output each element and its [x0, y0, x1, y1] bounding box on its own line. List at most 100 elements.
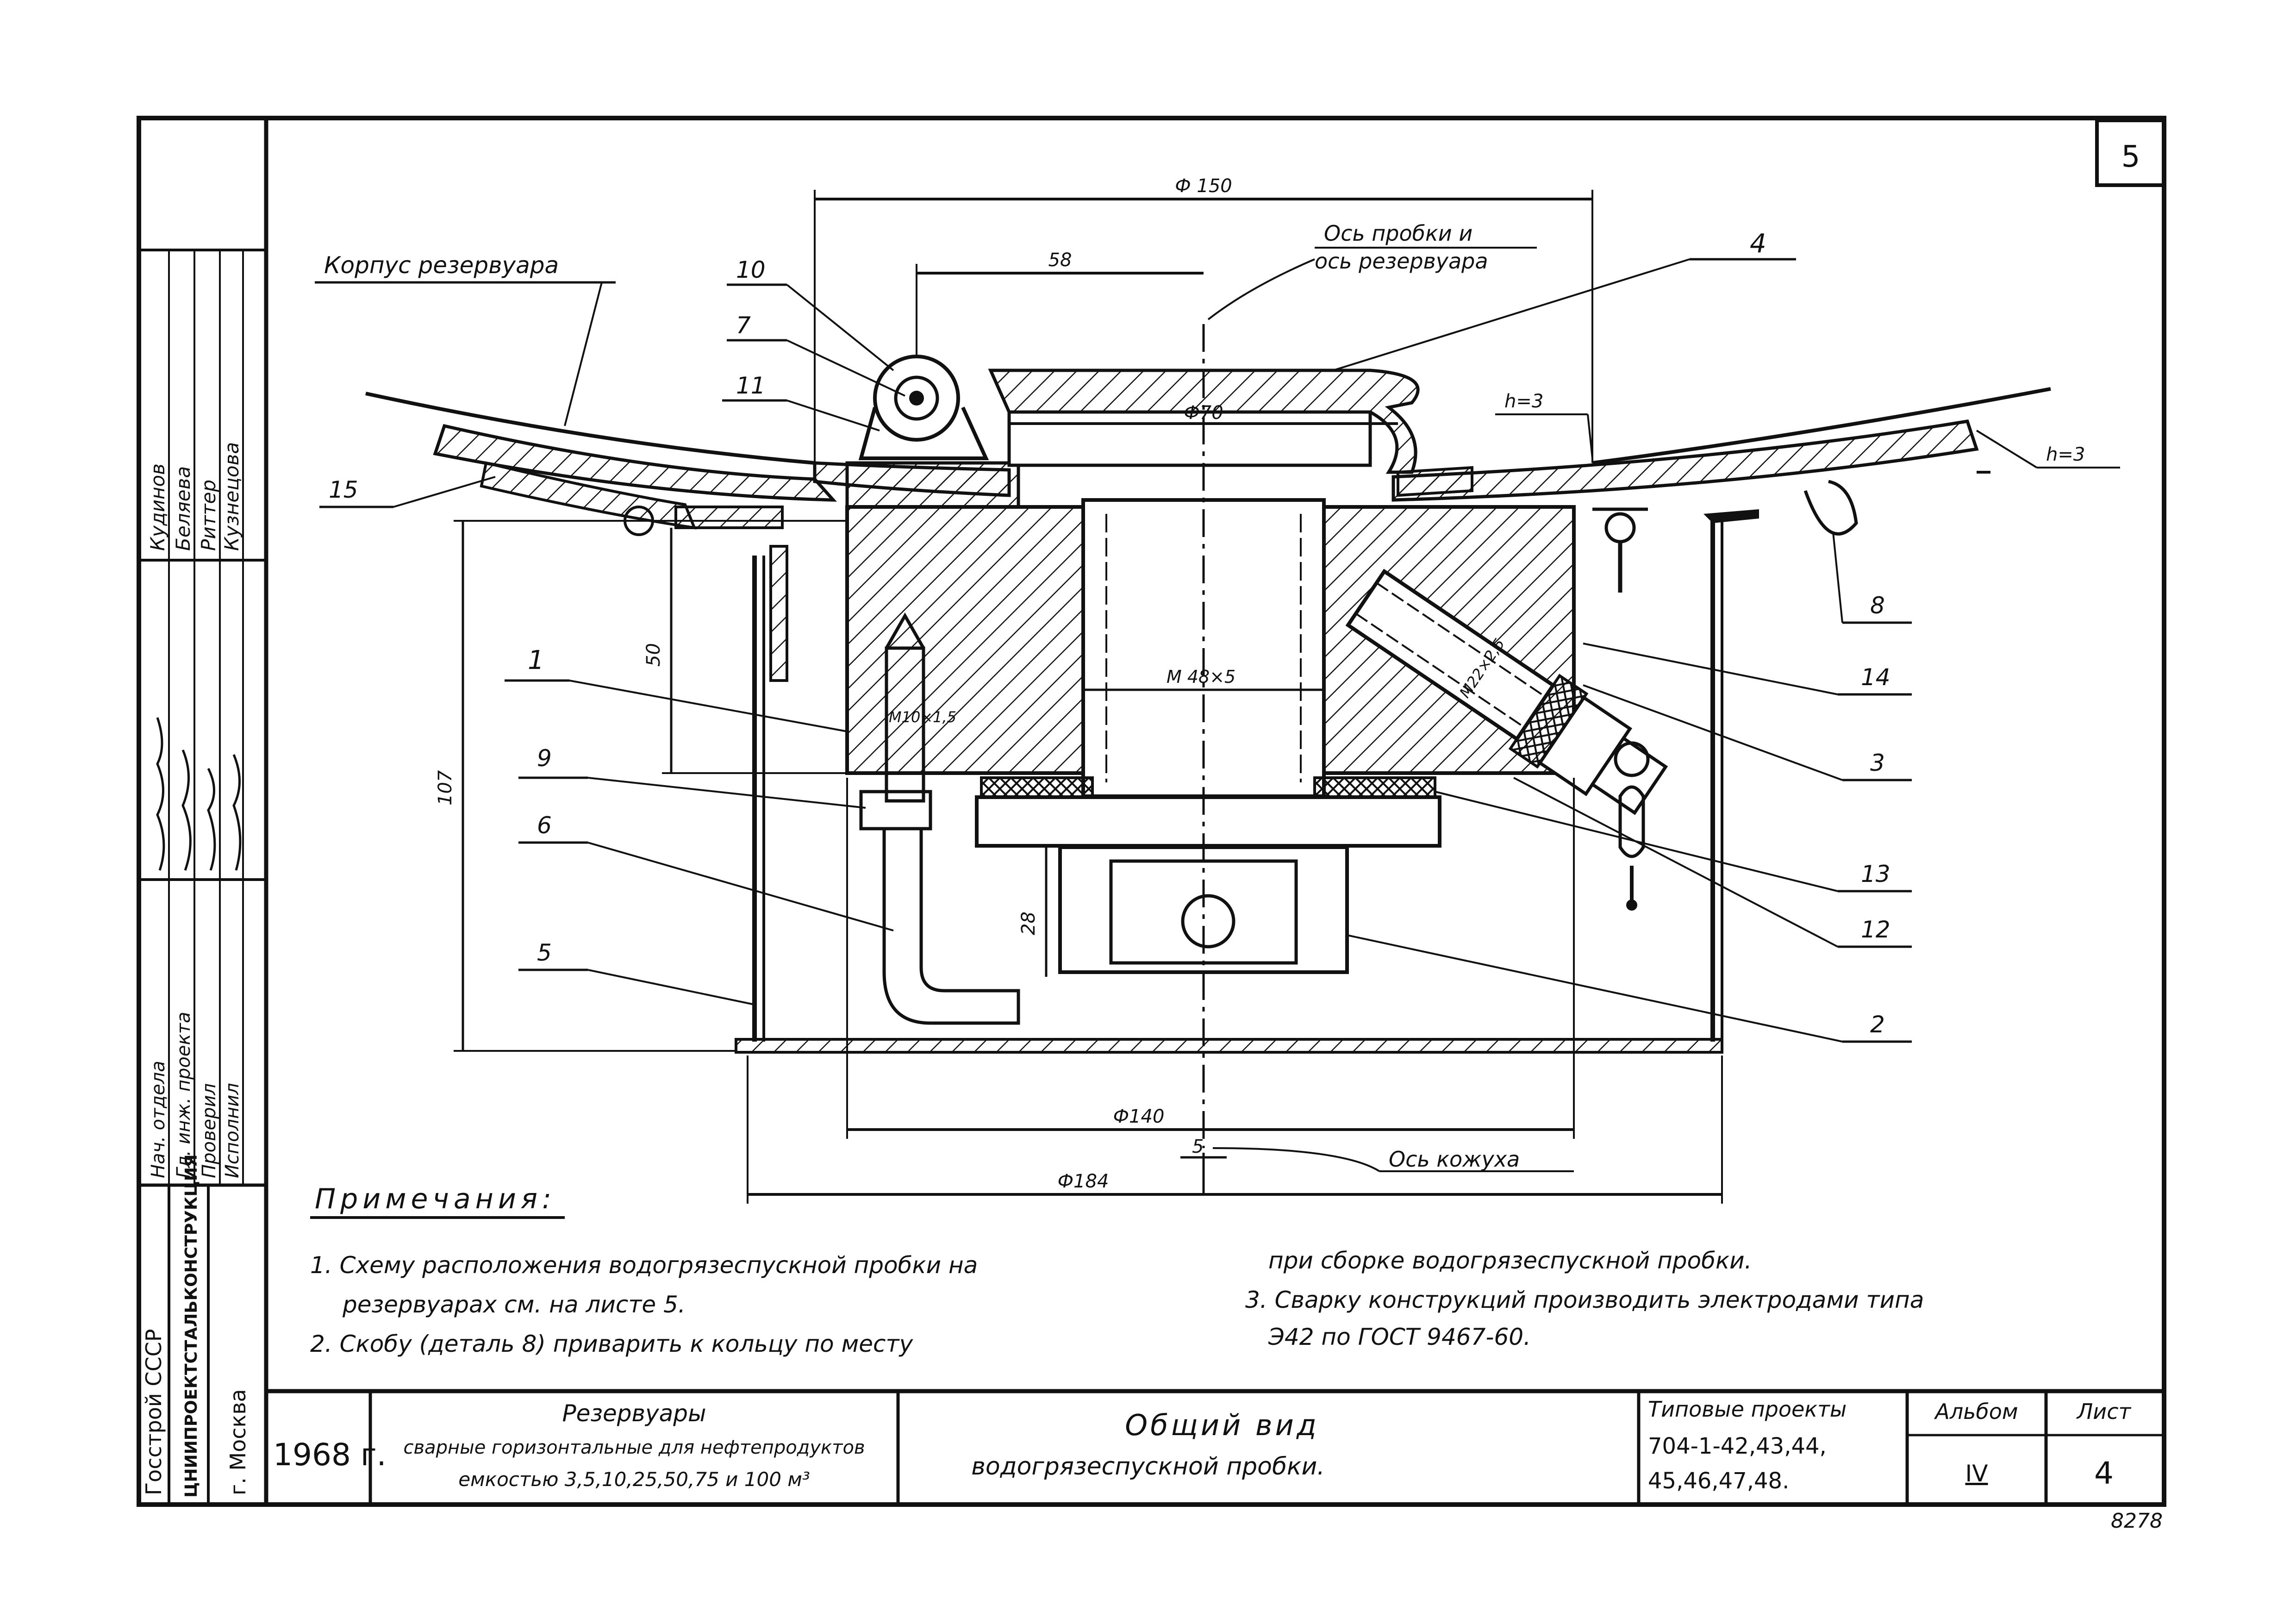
callout-1: 1 [528, 645, 544, 675]
dimensions: Ф 150 58 Ф70 h=3 h=3 М 48×5 М10×1,5 М22×… [435, 175, 2120, 1204]
drain-pipe-6 [882, 829, 1020, 1025]
stamp-name-3: Риттер [197, 480, 220, 551]
dim-5: 5 [1192, 1136, 1204, 1157]
notes: Примечания: 1. Схему расположения водогр… [310, 1183, 1924, 1357]
shackle-8 [1803, 480, 1858, 536]
label-tank-body: Корпус резервуара [324, 252, 559, 279]
callout-5: 5 [537, 939, 552, 966]
gasket-left [980, 776, 1094, 799]
lower-plate [975, 795, 1441, 848]
nut-9 [859, 790, 932, 831]
dim-d140: Ф140 [1113, 1106, 1165, 1127]
callout-12: 12 [1861, 916, 1890, 943]
dim-58: 58 [1048, 250, 1072, 271]
sheet-corner-box: 5 [2095, 119, 2166, 187]
dim-m48: М 48×5 [1167, 667, 1235, 687]
callout-15: 15 [329, 476, 358, 503]
tb-object-line2: сварные горизонтальные для нефтепродукто… [403, 1437, 865, 1458]
stamp-role-1: Нач. отдела [148, 1061, 169, 1178]
tb-object-line3: емкостью 3,5,10,25,50,75 и 100 м³ [458, 1468, 810, 1491]
note-2b: при сборке водогрязеспускной пробки. [1268, 1247, 1752, 1274]
stamp-name-2: Беляева [172, 466, 194, 551]
cap-4 [988, 369, 1420, 474]
callout-11: 11 [736, 372, 766, 399]
plug-assembly [365, 324, 2051, 1194]
tb-sheet-label: Лист [2076, 1399, 2132, 1424]
callout-2: 2 [1870, 1011, 1885, 1038]
casing-bottom [735, 1038, 1723, 1054]
cover-plate [845, 461, 1020, 509]
pin-core [909, 391, 924, 406]
sheet-corner-number: 5 [2121, 140, 2140, 174]
note-3a: 3. Сварку конструкций производить электр… [1245, 1287, 1924, 1313]
dim-107: 107 [435, 770, 456, 806]
tb-projects-label: Типовые проекты [1648, 1397, 1847, 1422]
cap-inner [1007, 410, 1372, 467]
labels: Корпус резервуара Ось пробки и ось резер… [315, 221, 1574, 1172]
tb-year: 1968 г. [273, 1437, 387, 1473]
dim-d150: Ф 150 [1175, 175, 1232, 197]
pin-7 [894, 375, 939, 421]
tank-shell-right [1592, 387, 2051, 465]
callouts: 10 7 11 15 1 9 6 5 4 8 14 3 [319, 229, 1912, 1043]
label-axis-plug: Ось пробки и [1324, 221, 1472, 246]
stamp-role-3: Проверил [199, 1083, 220, 1178]
flange-small-left [674, 506, 784, 529]
note-2: 2. Скобу (деталь 8) приварить к кольцу п… [310, 1330, 914, 1357]
note-1a: 1. Схему расположения водогрязеспускной … [310, 1252, 978, 1279]
dim-h3-a: h=3 [1504, 391, 1543, 412]
callout-13: 13 [1861, 861, 1890, 887]
reinforcing-ring-left [433, 424, 837, 502]
dim-d70: Ф70 [1184, 402, 1223, 424]
tb-projects-line2: 45,46,47,48. [1648, 1468, 1789, 1494]
dim-m10: М10×1,5 [889, 708, 956, 726]
tb-projects-line1: 704-1-42,43,44, [1648, 1433, 1827, 1459]
tb-album-value: IV [1965, 1460, 1988, 1487]
tank-shell-left [365, 392, 815, 465]
label-axis-tank: ось резервуара [1315, 249, 1488, 274]
stamp-org-1: Госстрой СССР [141, 1329, 166, 1495]
eye-bolt [1614, 741, 1650, 777]
stamp-role-2: Гл. инж. проекта [173, 1012, 194, 1179]
chain-link-1 [1618, 785, 1645, 858]
callout-14: 14 [1861, 664, 1890, 691]
callout-6: 6 [537, 812, 552, 839]
callout-4: 4 [1750, 229, 1766, 259]
callout-10: 10 [736, 256, 766, 283]
casing-top-right [1703, 509, 1759, 523]
stamp-org-2: ЦНИИПРОЕКТСТАЛЬКОНСТРУКЦИЯ [182, 1154, 201, 1498]
tb-sheet-value: 4 [2094, 1455, 2114, 1491]
notes-title: Примечания: [315, 1183, 556, 1215]
reinforcing-ring-right [1391, 419, 1979, 502]
tb-drawing-title: Общий вид [1125, 1408, 1319, 1442]
nut-hole [1181, 894, 1235, 949]
note-3b: Э42 по ГОСТ 9467-60. [1268, 1324, 1531, 1350]
gasket-right [1313, 776, 1436, 799]
title-block: 1968 г. Резервуары сварные горизонтальны… [264, 1389, 2166, 1533]
dim-d184: Ф184 [1058, 1171, 1109, 1192]
label-axis-casing: Ось кожуха [1389, 1147, 1520, 1172]
stamp-city: г. Москва [225, 1389, 250, 1495]
signature-2 [181, 750, 192, 871]
cover-right [1397, 466, 1473, 497]
hinge-bracket-11 [858, 406, 989, 460]
callout-8: 8 [1870, 592, 1885, 619]
tb-drawing-subtitle: водогрязеспускной пробки. [971, 1453, 1325, 1480]
dim-28: 28 [1018, 912, 1039, 935]
casing-left-angle [769, 545, 788, 682]
signature-4 [232, 754, 242, 871]
note-1b: резервуарах см. на листе 5. [342, 1291, 686, 1318]
eye-right [1604, 512, 1636, 543]
callout-3: 3 [1870, 750, 1885, 776]
stamp-name-4: Кузнецова [220, 442, 243, 551]
callout-7: 7 [736, 312, 751, 339]
dim-50: 50 [643, 643, 664, 667]
tb-object-title: Резервуары [562, 1400, 706, 1427]
bolt-9 [885, 646, 925, 803]
tb-archive-no: 8278 [2111, 1509, 2163, 1533]
stamp-name-1: Кудинов [146, 463, 169, 551]
stamp-role-4: Исполнил [222, 1083, 243, 1178]
dim-h3-b: h=3 [2046, 444, 2085, 465]
callout-9: 9 [537, 745, 552, 772]
